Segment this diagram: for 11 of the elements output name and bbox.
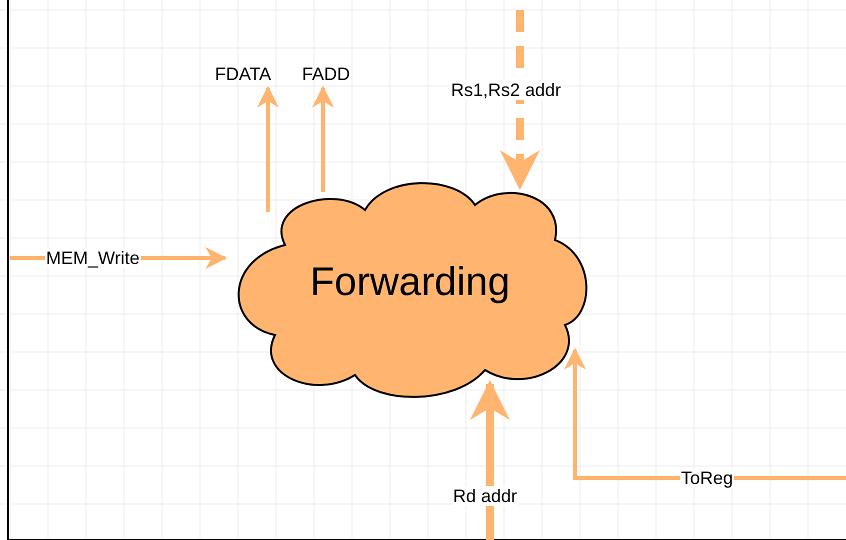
edge-label: MEM_Write [45,248,141,268]
node-label: Forwarding [310,260,510,305]
node-label: FDATA [214,64,272,84]
arrow [256,86,279,212]
edge-label: Rs1,Rs2 addr [450,80,562,100]
node-label: FADD [302,64,350,84]
arrow [500,10,540,190]
arrow [470,380,510,540]
edge-label: ToReg [680,468,734,488]
edge-label: Rd addr [452,486,518,506]
arrow [312,86,334,192]
